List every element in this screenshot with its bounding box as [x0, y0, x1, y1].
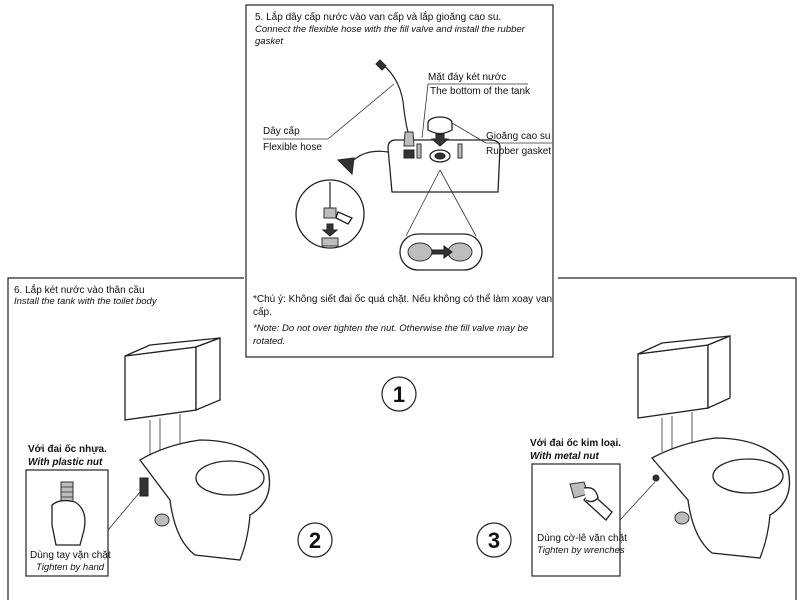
- panel-step-3: Với đai ốc kim loại. With metal nut Dùng…: [476, 277, 797, 600]
- zoom-inset-gasket: [399, 169, 483, 271]
- panel-1-title-en-2: gasket: [255, 36, 283, 47]
- pedestal: [169, 499, 251, 561]
- step-number-2: 2: [309, 528, 321, 553]
- fill-valve-shank: [403, 131, 415, 147]
- zoom-inset-fill-valve: [295, 179, 365, 249]
- tighten-wrench-en: Tighten by wrenches: [537, 545, 625, 556]
- note-en-2: rotated.: [253, 336, 285, 347]
- bowl-opening: [195, 460, 265, 496]
- panel-1-title-vi: 5. Lắp dây cấp nước vào van cấp và lắp g…: [255, 10, 501, 23]
- wrench-tighten-inset: Dùng cờ-lê vặn chặt Tighten by wrenches: [531, 463, 656, 577]
- plastic-nut-vi: Với đai ốc nhựa.: [28, 443, 107, 455]
- step-circle-3: [476, 522, 512, 558]
- tank: [124, 346, 197, 421]
- note-vi-1: *Chú ý: Không siết đai ốc quá chặt. Nếu …: [253, 293, 552, 305]
- label-hose-en: Flexible hose: [263, 142, 322, 153]
- step-number-1: 1: [393, 382, 405, 407]
- metal-nut-en: With metal nut: [530, 451, 599, 462]
- note-en-1: *Note: Do not over tighten the nut. Othe…: [253, 323, 528, 334]
- toilet-illustration-left: [124, 337, 271, 561]
- metal-nut-vi: Với đai ốc kim loại.: [530, 437, 621, 449]
- hand-tighten-inset: Dùng tay vặn chặt Tighten by hand: [25, 469, 141, 577]
- step-number-3: 3: [488, 528, 500, 553]
- panel-2-border: [7, 277, 244, 600]
- nut-marker: [139, 477, 149, 497]
- panel-2-title-vi: 6. Lắp két nước vào thân cầu: [14, 283, 145, 296]
- tighten-hand-vi: Dùng tay vặn chặt: [30, 550, 111, 561]
- flexible-hose: [381, 63, 409, 133]
- arrow-down-icon: [430, 133, 450, 147]
- panel-1-title-en-1: Connect the flexible hose with the fill …: [255, 24, 526, 35]
- plastic-nut-en: With plastic nut: [28, 457, 103, 468]
- panel-step-2: 6. Lắp két nước vào thân cầu Install the…: [7, 277, 333, 600]
- label-tank-bottom-en: The bottom of the tank: [430, 86, 531, 97]
- label-hose-vi: Dây cấp: [263, 125, 300, 137]
- panel-step-1: 5. Lắp dây cấp nước vào van cấp và lắp g…: [245, 4, 554, 358]
- label-gasket-en: Rubber gasket: [486, 146, 551, 157]
- panel-2-title-en: Install the tank with the toilet body: [14, 296, 158, 307]
- tank-bottom: [387, 139, 501, 193]
- note-vi-2: cấp.: [253, 306, 272, 318]
- panel-3-border: [558, 277, 797, 600]
- tank-bottom-illustration: [387, 116, 501, 193]
- toilet-illustration-right: [637, 335, 791, 559]
- label-gasket-vi: Gioăng cao su: [486, 131, 551, 142]
- step-circle-2: [297, 522, 333, 558]
- panel-1-border: [245, 4, 554, 358]
- step-circle-1: [381, 376, 417, 412]
- tank-side: [195, 337, 221, 411]
- label-tank-bottom-vi: Mặt đáy két nước: [428, 72, 506, 83]
- arrow-right-icon: [431, 245, 453, 259]
- small-wrench-icon: [335, 211, 353, 225]
- tighten-hand-en: Tighten by hand: [36, 562, 105, 573]
- tighten-wrench-vi: Dùng cờ-lê vặn chặt: [537, 533, 627, 544]
- hand-icon: [51, 499, 86, 546]
